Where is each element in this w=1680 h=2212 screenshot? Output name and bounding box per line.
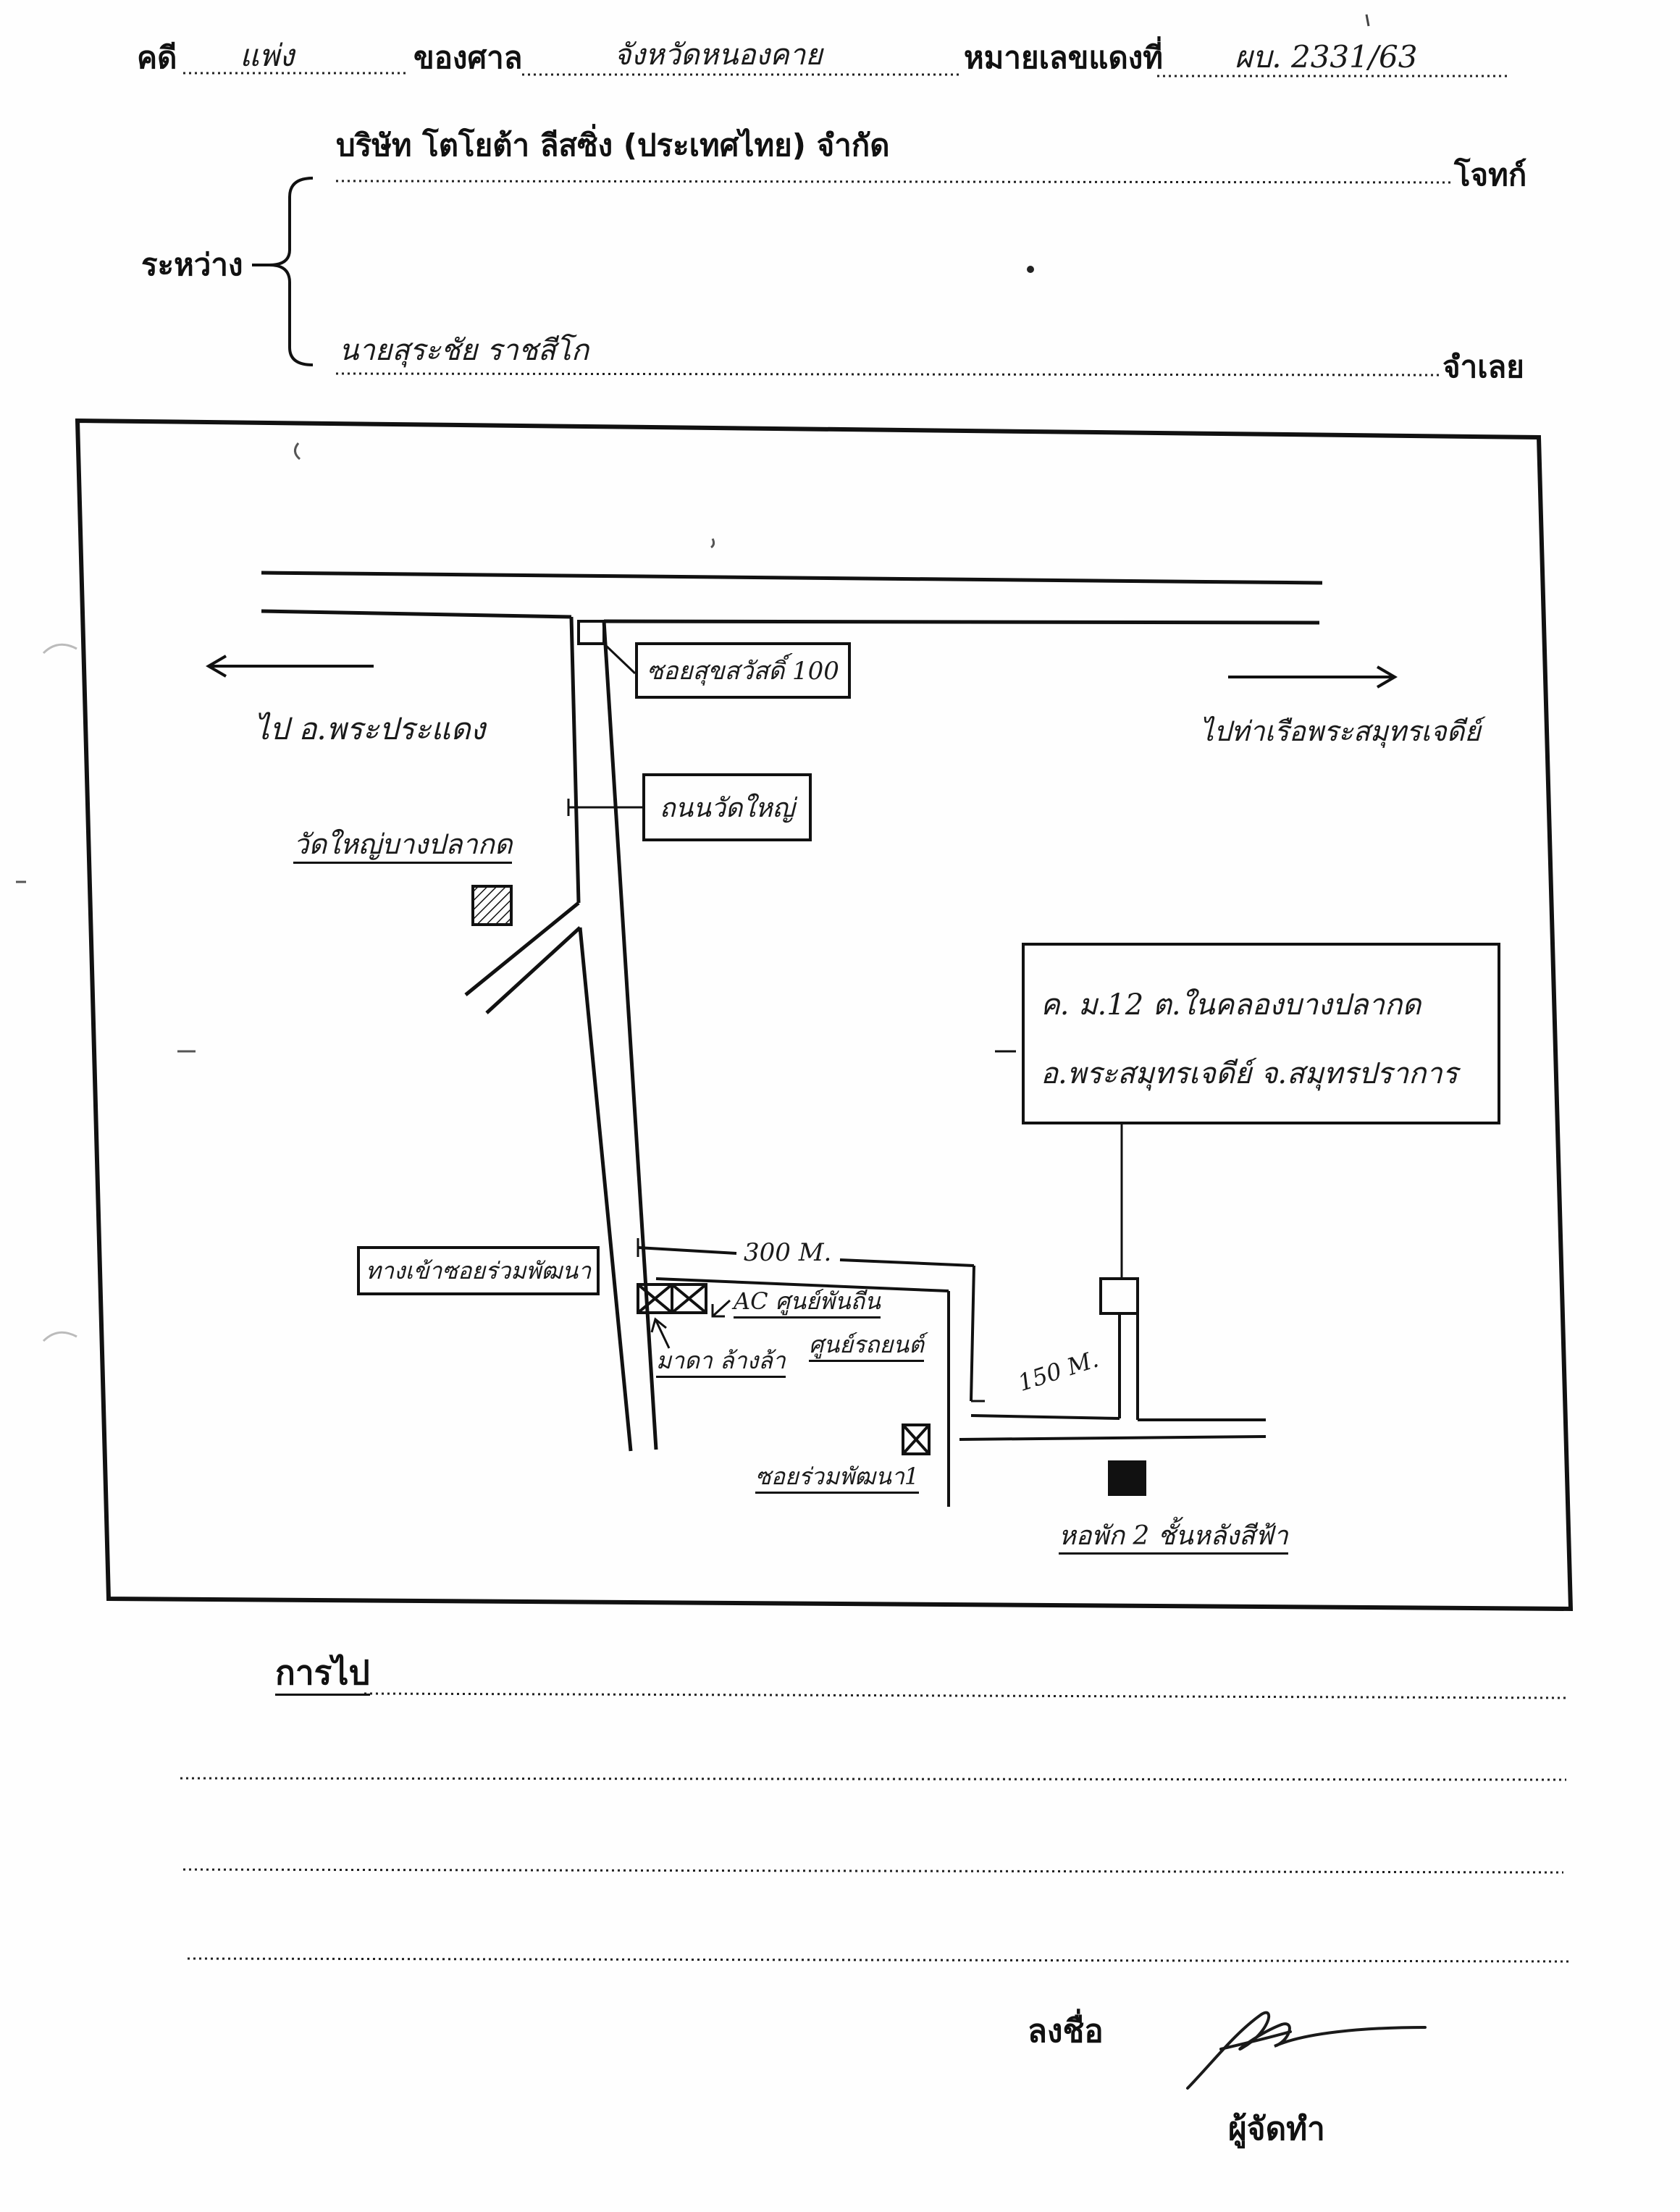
main-road-south-edge-west bbox=[261, 609, 572, 619]
soi-entrance-marker bbox=[577, 620, 605, 645]
signature-role: ผู้จัดทำ bbox=[1228, 2111, 1325, 2148]
distance-300-label: 300 M. bbox=[744, 1238, 832, 1267]
address-line-2: อ.พระสมุทรเจดีย์ จ.สมุทรปราการ bbox=[1041, 1057, 1458, 1090]
address-line-1: ค. ม.12 ต.ในคลองบางปลากด bbox=[1041, 988, 1421, 1022]
directions-label: การไป bbox=[275, 1653, 370, 1696]
vertical-road-west-edge-upper bbox=[569, 616, 581, 904]
scan-speck bbox=[1027, 266, 1034, 273]
court-label: ของศาล bbox=[413, 40, 523, 75]
lane-north-edge bbox=[970, 1414, 1120, 1420]
branch-road-north-edge bbox=[464, 901, 580, 996]
punch-hole-mark-upper bbox=[42, 643, 77, 655]
direction-east-label: ไปท่าเรือพระสมุทรเจดีย์ bbox=[1200, 715, 1481, 747]
destination-label: หอพัก 2 ชั้นหลังสีฟ้า bbox=[1059, 1521, 1288, 1555]
court-name-value: จังหวัดหนองคาย bbox=[614, 38, 823, 72]
scan-mark-frame-corner bbox=[294, 442, 301, 461]
wat-yai-road-label: ถนนวัดใหญ่ bbox=[642, 773, 812, 841]
wash-landmark-arrow bbox=[650, 1317, 671, 1349]
ac-landmark-crossed-boxes bbox=[637, 1283, 707, 1314]
ac-landmark-arrow bbox=[711, 1299, 731, 1318]
map-frame bbox=[75, 418, 1574, 1612]
red-number-label: หมายเลขแดงที่ bbox=[964, 40, 1163, 75]
between-label: ระหว่าง bbox=[141, 247, 243, 282]
direction-west-label: ไป อ.พระประแดง bbox=[254, 711, 486, 747]
directions-dotted-line-4 bbox=[187, 1957, 1571, 1963]
lane-south-edge bbox=[959, 1435, 1267, 1441]
destination-address-box: ค. ม.12 ต.ในคลองบางปลากด อ.พระสมุทรเจดีย… bbox=[1022, 943, 1500, 1124]
main-road-south-edge-east bbox=[603, 619, 1320, 625]
temple-label: วัดใหญ่บางปลากด bbox=[293, 828, 513, 864]
main-road-north-edge bbox=[261, 571, 1323, 585]
defendant-dotted-line bbox=[335, 372, 1440, 377]
soi-crossed-box bbox=[902, 1423, 931, 1455]
branch-road-south-edge bbox=[485, 926, 581, 1014]
soi-name-label: ซอยร่วมพัฒนา1 bbox=[755, 1463, 920, 1494]
directions-dotted-line-1 bbox=[364, 1692, 1567, 1699]
soi-sukhsawat-label: ซอยสุขสวัสดิ์ 100 bbox=[635, 642, 851, 699]
arrow-west-head bbox=[206, 655, 227, 678]
ac-landmark-label: AC ศูนย์พันถีน bbox=[734, 1287, 881, 1319]
soi-entrance-label: ทางเข้าซอยร่วมพัฒนา bbox=[357, 1246, 600, 1295]
wash-landmark-label: มาดา ล้างล้า bbox=[656, 1347, 786, 1378]
defendant-name: นายสุระชัย ราชสีโก bbox=[339, 334, 589, 367]
arrow-east-head bbox=[1376, 665, 1398, 689]
scan-comma-mark bbox=[710, 538, 715, 549]
red-number-value: ผบ. 2331/63 bbox=[1235, 39, 1418, 75]
handwritten-signature bbox=[1186, 2011, 1427, 2090]
plaintiff-name: บริษัท โตโยต้า ลีสซิ่ง (ประเทศไทย) จำกัด bbox=[336, 127, 890, 163]
house-marker-square bbox=[1099, 1277, 1139, 1315]
distance-300-line-a bbox=[637, 1246, 737, 1255]
soi-outer-east-edge bbox=[970, 1265, 975, 1402]
vertical-road-east-edge bbox=[602, 621, 658, 1450]
directions-dotted-line-3 bbox=[182, 1868, 1564, 1874]
signature-label: ลงชื่อ bbox=[1028, 2013, 1104, 2050]
defendant-label: จำเลย bbox=[1442, 349, 1524, 384]
ac-landmark-sub-label: ศูนย์รถยนต์ bbox=[809, 1331, 924, 1362]
plaintiff-label: โจทก์ bbox=[1454, 157, 1527, 193]
case-label: คดี bbox=[137, 40, 177, 75]
sukhsawat-leader-line bbox=[602, 642, 637, 675]
parties-bracket bbox=[269, 177, 314, 366]
scan-tick-top bbox=[1365, 14, 1370, 27]
soi-inner-north-edge bbox=[655, 1277, 949, 1292]
punch-hole-mark-lower bbox=[42, 1331, 77, 1342]
destination-black-square bbox=[1108, 1460, 1146, 1496]
temple-hatched-square bbox=[471, 885, 513, 926]
plaintiff-dotted-line bbox=[335, 180, 1455, 184]
vertical-road-west-edge-lower bbox=[578, 927, 633, 1452]
case-type-value: แพ่ง bbox=[240, 38, 295, 73]
distance-300-line-b bbox=[839, 1258, 975, 1267]
directions-dotted-line-2 bbox=[180, 1777, 1567, 1781]
